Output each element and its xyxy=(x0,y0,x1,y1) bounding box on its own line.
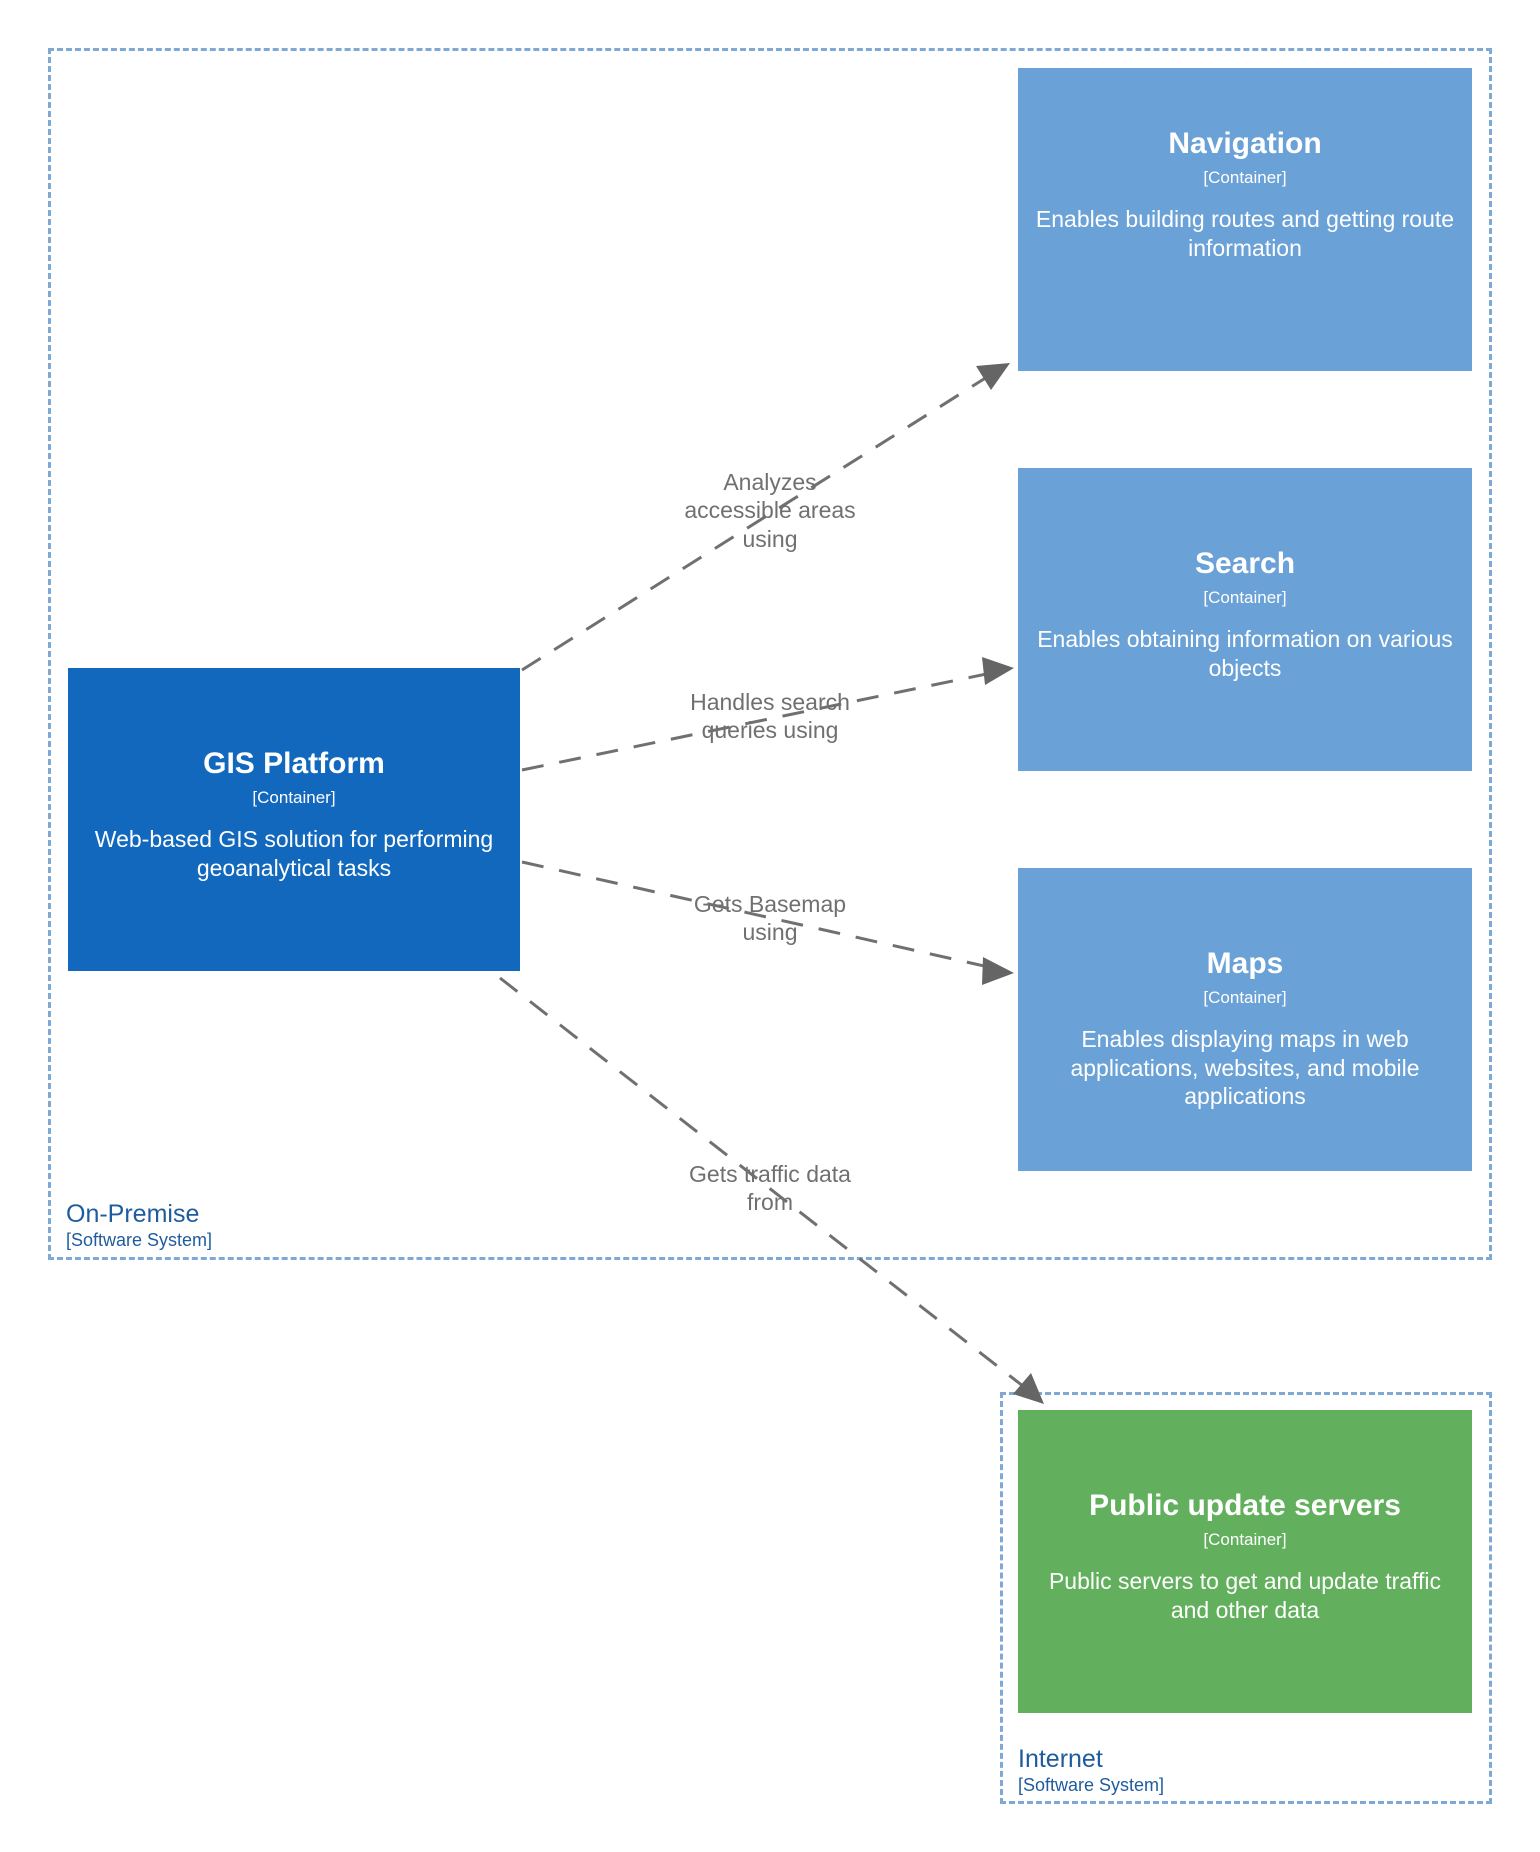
node-gis-platform-description: Web-based GIS solution for performing ge… xyxy=(94,825,494,881)
node-navigation-type: [Container] xyxy=(1203,167,1287,187)
boundary-on-premise-type: [Software System] xyxy=(66,1229,213,1250)
node-search-description: Enables obtaining information on various… xyxy=(1037,625,1453,681)
node-maps-description: Enables displaying maps in web applicati… xyxy=(1070,1025,1420,1110)
boundary-internet xyxy=(1000,1392,1492,1804)
node-search-type: [Container] xyxy=(1203,587,1287,607)
node-navigation-name: Navigation xyxy=(1168,127,1322,160)
node-navigation[interactable]: Navigation [Container] Enables building … xyxy=(1018,68,1472,371)
node-search[interactable]: Search [Container] Enables obtaining inf… xyxy=(1018,468,1472,771)
relationship-label-analyzes-accessible-areas-using: Analyzes accessible areas using xyxy=(684,469,856,552)
relationship-label-gets-traffic-data-from: Gets traffic data from xyxy=(689,1161,851,1216)
node-gis-platform[interactable]: GIS Platform [Container] Web-based GIS s… xyxy=(68,668,520,971)
boundary-on-premise-name: On-Premise xyxy=(66,1200,200,1228)
relationship-label-gets-basemap-using: Gets Basemap using xyxy=(693,891,847,946)
node-maps[interactable]: Maps [Container] Enables displaying maps… xyxy=(1018,868,1472,1171)
boundary-internet-type: [Software System] xyxy=(1018,1774,1165,1795)
node-gis-platform-type: [Container] xyxy=(252,787,336,807)
node-public-update-servers-description: Public servers to get and update traffic… xyxy=(1048,1567,1442,1623)
node-public-update-servers[interactable]: Public update servers [Container] Public… xyxy=(1018,1410,1472,1713)
relationship-label-handles-search-queries-using: Handles search queries using xyxy=(690,689,850,744)
boundary-internet-label: Internet [Software System] xyxy=(1018,1745,1164,1796)
node-search-name: Search xyxy=(1194,547,1296,580)
node-public-update-servers-name: Public update servers xyxy=(1089,1489,1401,1522)
node-maps-name: Maps xyxy=(1206,947,1284,980)
node-navigation-description: Enables building routes and getting rout… xyxy=(1035,205,1455,261)
node-public-update-servers-type: [Container] xyxy=(1203,1529,1287,1549)
boundary-on-premise-label: On-Premise [Software System] xyxy=(66,1200,212,1251)
boundary-internet-name: Internet xyxy=(1018,1745,1103,1773)
node-gis-platform-name: GIS Platform xyxy=(203,747,385,780)
node-maps-type: [Container] xyxy=(1203,987,1287,1007)
